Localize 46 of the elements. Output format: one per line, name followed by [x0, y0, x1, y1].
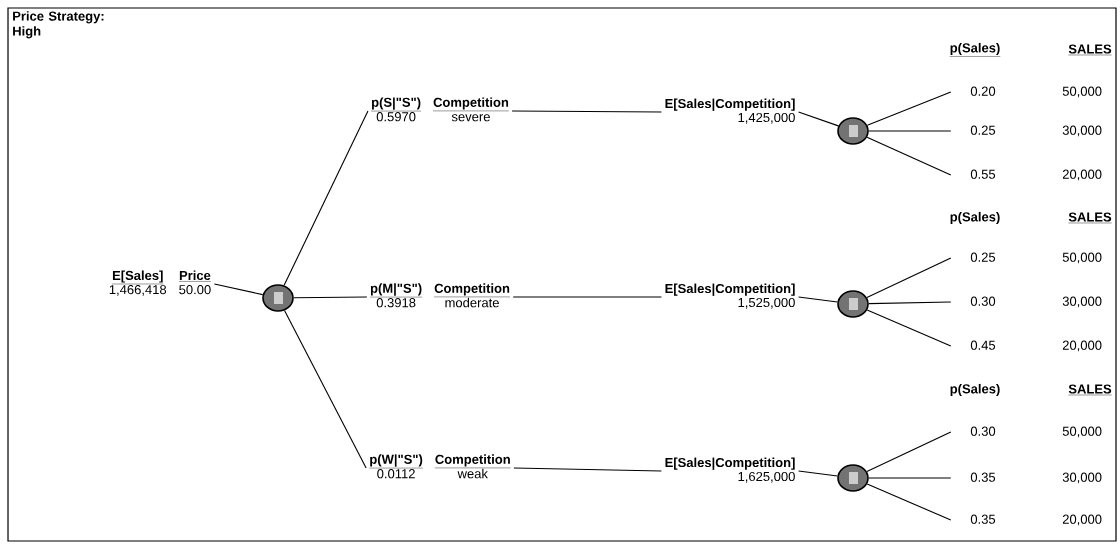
branch-label: p(S|"S") Competition 0.5970 severe: [370, 97, 510, 122]
branch-line: [866, 257, 952, 298]
expected-value-label: E[Sales|Competition] 1,625,000: [665, 457, 795, 483]
branch-label: p(M|"S") Competition 0.3918 moderate: [369, 283, 511, 308]
branch-line: [868, 130, 952, 132]
branch-line: [866, 91, 952, 126]
column-header: p(Sales): [950, 211, 1000, 225]
branch-label: E[Sales] Price 1,466,418 50.00: [109, 270, 211, 296]
expected-value-label: E[Sales|Competition] 1,425,000: [665, 98, 795, 124]
branch-label: p(W|"S") Competition 0.0112 weak: [369, 454, 511, 479]
branch-line: [293, 296, 368, 299]
branch-line: [866, 431, 952, 472]
outcome-label: 0.30 50,000: [970, 426, 1102, 438]
branch-line: [512, 296, 662, 298]
outcome-label: 0.45 20,000: [970, 340, 1102, 352]
column-header: SALES: [1068, 384, 1112, 396]
branch-line: [798, 470, 838, 477]
chance-node-circle: [262, 284, 294, 312]
branch-line: [213, 283, 264, 296]
branch-line: [798, 111, 839, 127]
column-header: SALES: [1068, 44, 1112, 56]
outcome-label: 0.35 30,000: [970, 472, 1102, 484]
outcome-label: 0.20 50,000: [970, 86, 1102, 98]
branch-line: [866, 483, 952, 521]
branch-line: [866, 309, 952, 347]
outcome-label: 0.25 50,000: [970, 252, 1102, 264]
branch-line: [513, 467, 662, 472]
expected-value-label: E[Sales|Competition] 1,525,000: [665, 283, 795, 309]
outcome-label: 0.25 30,000: [970, 125, 1102, 137]
chance-node-circle: [837, 464, 869, 492]
branch-line: [511, 110, 662, 113]
column-header: p(Sales): [949, 42, 1001, 57]
column-header: SALES: [1068, 212, 1112, 224]
outcome-label: 0.30 30,000: [970, 296, 1102, 308]
chance-node-circle: [837, 117, 869, 145]
column-header: p(Sales): [950, 383, 1000, 397]
outcome-label: 0.35 20,000: [970, 514, 1102, 526]
branch-line: [283, 310, 367, 469]
branch-line: [283, 110, 369, 286]
branch-line: [798, 296, 838, 303]
branch-line: [868, 301, 952, 305]
title: Price Strategy: High: [13, 11, 104, 39]
outcome-label: 0.55 20,000: [970, 169, 1102, 181]
branch-line: [868, 477, 952, 479]
branch-line: [866, 136, 952, 176]
chance-node-circle: [837, 290, 869, 318]
